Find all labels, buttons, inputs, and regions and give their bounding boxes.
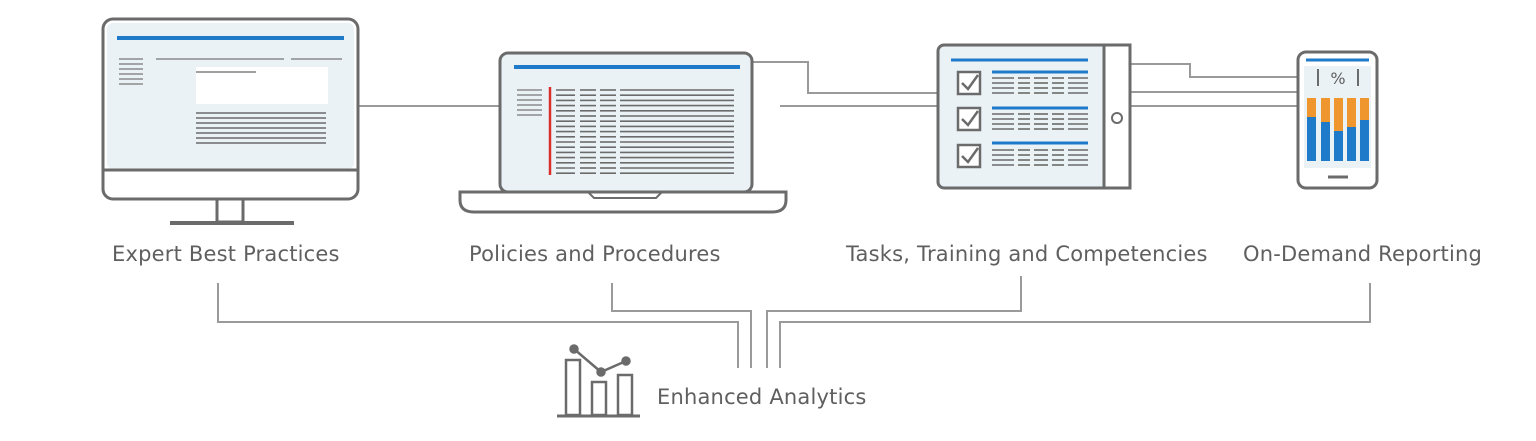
label-tasks-training-competencies: Tasks, Training and Competencies	[846, 242, 1208, 266]
label-expert-best-practices: Expert Best Practices	[112, 242, 340, 266]
checkbox-icon	[956, 106, 982, 132]
label-enhanced-analytics: Enhanced Analytics	[657, 385, 867, 409]
analytics-chart-icon	[557, 344, 640, 418]
analytics-connectors	[217, 276, 1371, 368]
tablet-checklist-icon	[936, 43, 1132, 190]
checkbox-icon	[956, 143, 982, 169]
percent-symbol: %	[1330, 69, 1345, 88]
device-connectors	[358, 61, 1298, 107]
label-on-demand-reporting: On-Demand Reporting	[1243, 242, 1483, 266]
desktop-monitor-icon	[101, 17, 360, 225]
smartphone-chart-icon: %	[1296, 50, 1379, 190]
laptop-icon	[458, 51, 788, 214]
label-policies-and-procedures: Policies and Procedures	[469, 242, 721, 266]
checkbox-icon	[956, 70, 982, 96]
